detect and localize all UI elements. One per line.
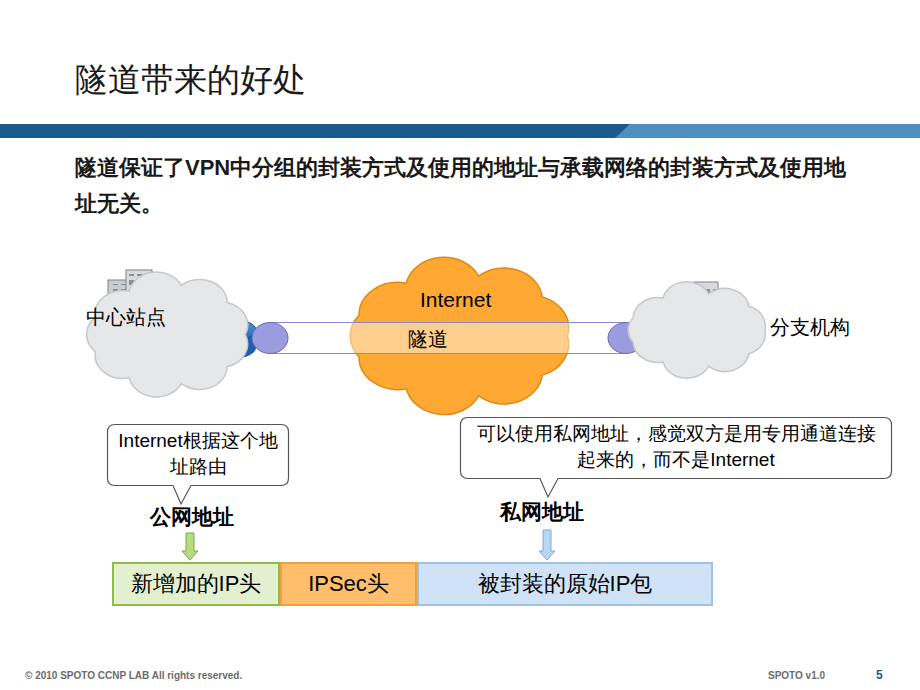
node-text: 新增加的IP头	[131, 569, 262, 599]
node-text: 分支机构	[770, 314, 850, 341]
callout-bubble: 可以使用私网地址，感觉双方是用专用通道连接起来的，而不是Internet	[460, 417, 892, 479]
node-text: Internet根据这个地址路由	[115, 428, 281, 480]
branch-cloud: 分支机构	[618, 284, 888, 376]
footer-version: SPOTO v1.0	[768, 670, 825, 681]
packet-field: IPSec头	[280, 562, 417, 606]
footer-copyright: © 2010 SPOTO CCNP LAB All rights reserve…	[25, 670, 242, 681]
callout-bubble: Internet根据这个地址路由	[107, 424, 289, 486]
node-text: 可以使用私网地址，感觉双方是用专用通道连接起来的，而不是Internet	[470, 421, 882, 473]
pointer-arrow	[182, 533, 198, 560]
packet-field: 新增加的IP头	[112, 562, 280, 606]
header-bar	[0, 124, 920, 138]
node-text: Internet	[420, 288, 491, 312]
slide-title: 隧道带来的好处	[75, 58, 306, 103]
body-text: 隧道保证了VPN中分组的封装方式及使用的地址与承载网络的封装方式及使用地址无关。	[75, 150, 865, 222]
page-number: 5	[876, 668, 883, 682]
node-text: 中心站点	[86, 304, 166, 331]
address-label: 私网地址	[500, 498, 584, 526]
address-label: 公网地址	[150, 503, 234, 531]
pointer-arrow	[539, 530, 555, 560]
packet-field: 被封装的原始IP包	[417, 562, 713, 606]
header-bar-light	[615, 124, 920, 138]
tunnel: 隧道	[252, 322, 644, 354]
site-cloud: 中心站点	[78, 272, 258, 397]
node-text: 隧道	[408, 326, 448, 353]
tunnel-outline	[252, 322, 644, 354]
site-cloud-outline	[78, 272, 258, 397]
node-text: 被封装的原始IP包	[478, 569, 653, 599]
node-text: IPSec头	[308, 569, 389, 599]
